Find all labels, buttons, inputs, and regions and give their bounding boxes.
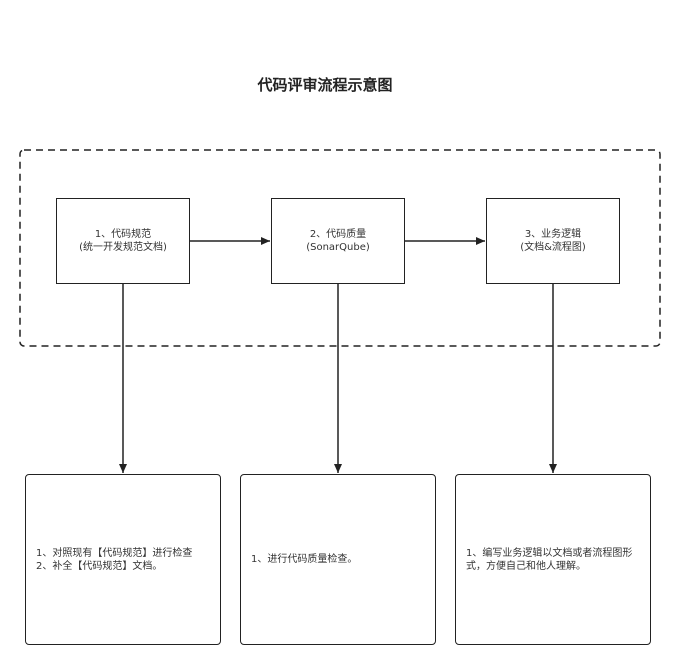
note-code-standards: 1、对照现有【代码规范】进行检查 2、补全【代码规范】文档。 xyxy=(25,474,221,645)
note-code-quality: 1、进行代码质量检查。 xyxy=(240,474,436,645)
note-line: 式，方便自己和他人理解。 xyxy=(466,560,586,572)
step-business-logic: 3、业务逻辑 (文档&流程图) xyxy=(486,198,620,284)
step-label: 3、业务逻辑 xyxy=(524,229,582,240)
step-sublabel: (统一开发规范文档) xyxy=(79,242,167,253)
note-line: 1、对照现有【代码规范】进行检查 xyxy=(36,547,193,559)
dashed-group-frame xyxy=(19,149,661,347)
step-label: 1、代码规范 xyxy=(94,229,152,240)
step-code-quality: 2、代码质量 (SonarQube) xyxy=(271,198,405,284)
note-business-logic: 1、编写业务逻辑以文档或者流程图形 式，方便自己和他人理解。 xyxy=(455,474,651,645)
step-sublabel: (文档&流程图) xyxy=(520,242,586,253)
step-code-standards: 1、代码规范 (统一开发规范文档) xyxy=(56,198,190,284)
diagram-title: 代码评审流程示意图 xyxy=(257,76,393,94)
step-sublabel: (SonarQube) xyxy=(306,242,370,253)
note-line: 1、进行代码质量检查。 xyxy=(251,554,358,565)
note-line: 1、编写业务逻辑以文档或者流程图形 xyxy=(466,547,633,559)
step-label: 2、代码质量 xyxy=(309,229,367,240)
note-line: 2、补全【代码规范】文档。 xyxy=(36,560,163,572)
